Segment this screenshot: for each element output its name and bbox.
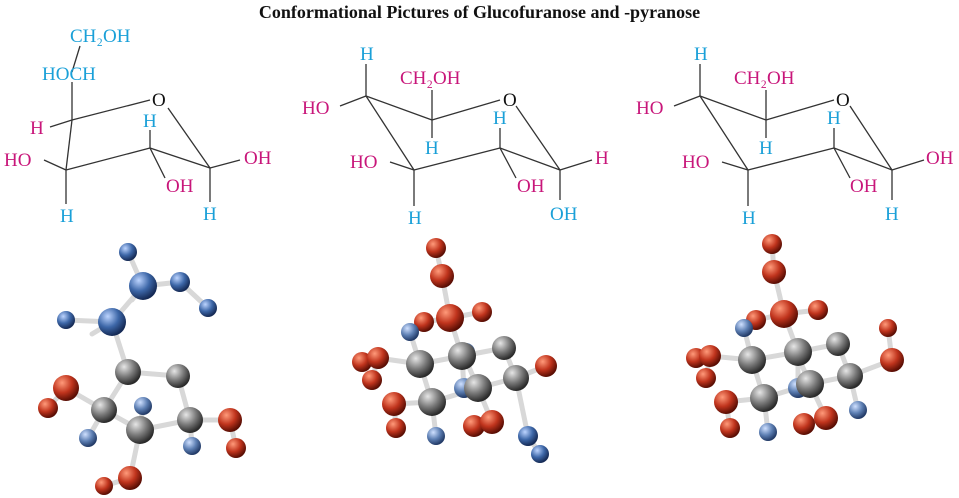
h-c3-label: H (408, 208, 422, 229)
oh-c2-label: OH (166, 176, 194, 197)
h-c2-label: H (143, 111, 157, 132)
ring-oxygen-label: O (152, 90, 166, 111)
oh-c1-label: OH (244, 148, 272, 169)
ring-oxygen-label: O (503, 90, 517, 111)
ch2oh-label: CH₂OH (70, 26, 131, 47)
h-c3-label: H (60, 206, 74, 227)
diagram-title: Conformational Pictures of Glucofuranose… (258, 2, 701, 22)
h-top-label: H (360, 44, 374, 65)
h-c5-label: H (425, 138, 439, 159)
ho-c3-label: HO (350, 152, 377, 173)
h-c4-label: H (30, 118, 44, 139)
oh-c1-label: OH (926, 148, 954, 169)
h-c1-label: H (203, 204, 217, 225)
pyranose-beta-ball-stick-model (686, 234, 904, 441)
ho-c4-label: HO (636, 98, 663, 119)
oh-c2-label: OH (850, 176, 878, 197)
h-c5-label: H (759, 138, 773, 159)
h-c1-label: H (885, 204, 899, 225)
h-c2-label: H (827, 108, 841, 129)
pyranose-alpha-structure: H CH₂OH HO O H H HO OH H H OH (302, 44, 609, 229)
furanose-structure: CH₂OH HOCH H O H HO OH OH H H (4, 26, 272, 227)
h-top-label: H (694, 44, 708, 65)
h-c3-label: H (742, 208, 756, 229)
ch2oh-label: CH₂OH (400, 68, 461, 89)
hoch-label: HOCH (42, 64, 96, 85)
ho-c3-label: HO (4, 150, 31, 171)
pyranose-alpha-ball-stick-model (352, 238, 557, 463)
ho-c4-label: HO (302, 98, 329, 119)
ho-c3-label: HO (682, 152, 709, 173)
oh-c1-label: OH (550, 204, 578, 225)
ring-oxygen-label: O (836, 90, 850, 111)
h-c2-label: H (493, 108, 507, 129)
pyranose-beta-structure: H CH₂OH HO O H H HO OH OH H H (636, 44, 954, 229)
ch2oh-label: CH₂OH (734, 68, 795, 89)
furanose-ball-stick-model (38, 243, 246, 495)
oh-c2-label: OH (517, 176, 545, 197)
h-c1-label: H (595, 148, 609, 169)
